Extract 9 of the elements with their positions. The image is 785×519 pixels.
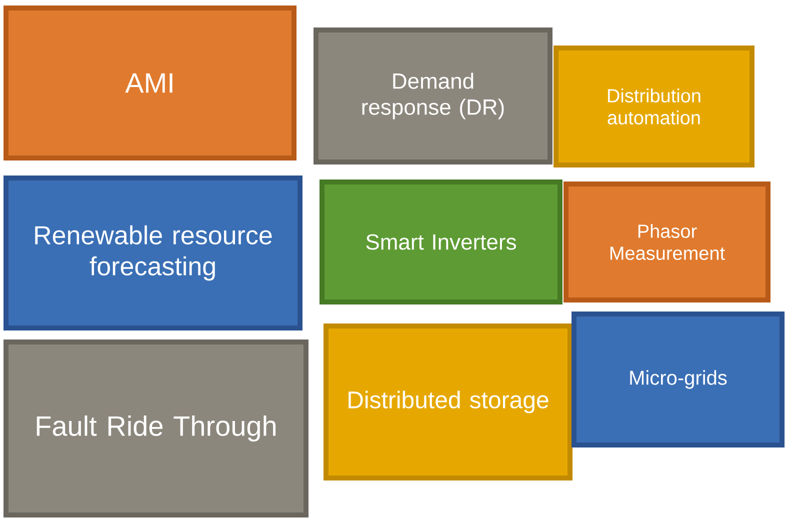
tile-box: AMI [4, 6, 296, 160]
tile-box: Distributed storage [324, 324, 572, 480]
tile-box: Distribution automation [554, 46, 754, 168]
tile-box: Fault Ride Through [4, 340, 308, 518]
tile-box: Smart Inverters [320, 180, 562, 304]
tile-box: Micro-grids [572, 312, 784, 448]
tile-box: Phasor Measurement [564, 182, 770, 302]
tile-box: Renewable resource forecasting [4, 176, 302, 330]
tile-box: Demand response (DR) [314, 28, 552, 164]
